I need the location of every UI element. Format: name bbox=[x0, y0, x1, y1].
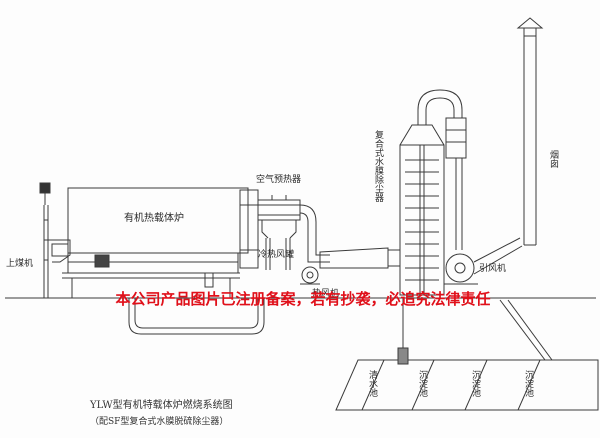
label-scrubber: 复合式水膜除尘器 bbox=[373, 129, 384, 202]
chimney bbox=[499, 17, 553, 361]
label-air-preheater: 空气预热器 bbox=[256, 173, 301, 185]
air-preheater bbox=[257, 195, 330, 270]
label-boiler: 有机热载体炉 bbox=[124, 211, 184, 224]
label-chimney: 烟囱 bbox=[548, 149, 559, 169]
label-hot-fan: 热风机 bbox=[312, 287, 339, 299]
hot-fan bbox=[300, 266, 320, 285]
pools bbox=[335, 298, 599, 411]
label-clear-pool: 清水池 bbox=[367, 369, 378, 397]
label-coal-feeder: 上煤机 bbox=[6, 257, 33, 269]
drawing-lines bbox=[5, 17, 599, 411]
water-pipe bbox=[128, 298, 265, 335]
label-settling-pool-2: 沉淀池 bbox=[470, 370, 481, 397]
caption-subtitle: （配SF型复合式水膜脱硫除尘器） bbox=[90, 415, 228, 427]
coal-feeder bbox=[39, 182, 71, 298]
copyright-watermark: 本公司产品图片已注册备案，若有抄袭，必追究法律责任 bbox=[115, 290, 490, 308]
scrubber bbox=[399, 89, 467, 296]
label-id-fan: 引风机 bbox=[479, 262, 506, 274]
caption-title: YLW型有机特载体炉燃烧系统图 bbox=[89, 398, 233, 411]
label-cooling-fan: 冷热风罐 bbox=[258, 248, 294, 260]
flue-duct bbox=[319, 247, 400, 269]
label-settling-pool-3: 沉淀池 bbox=[523, 370, 534, 397]
boiler bbox=[62, 187, 259, 298]
label-settling-pool-1: 沉淀池 bbox=[417, 370, 428, 397]
id-fan bbox=[444, 237, 523, 285]
